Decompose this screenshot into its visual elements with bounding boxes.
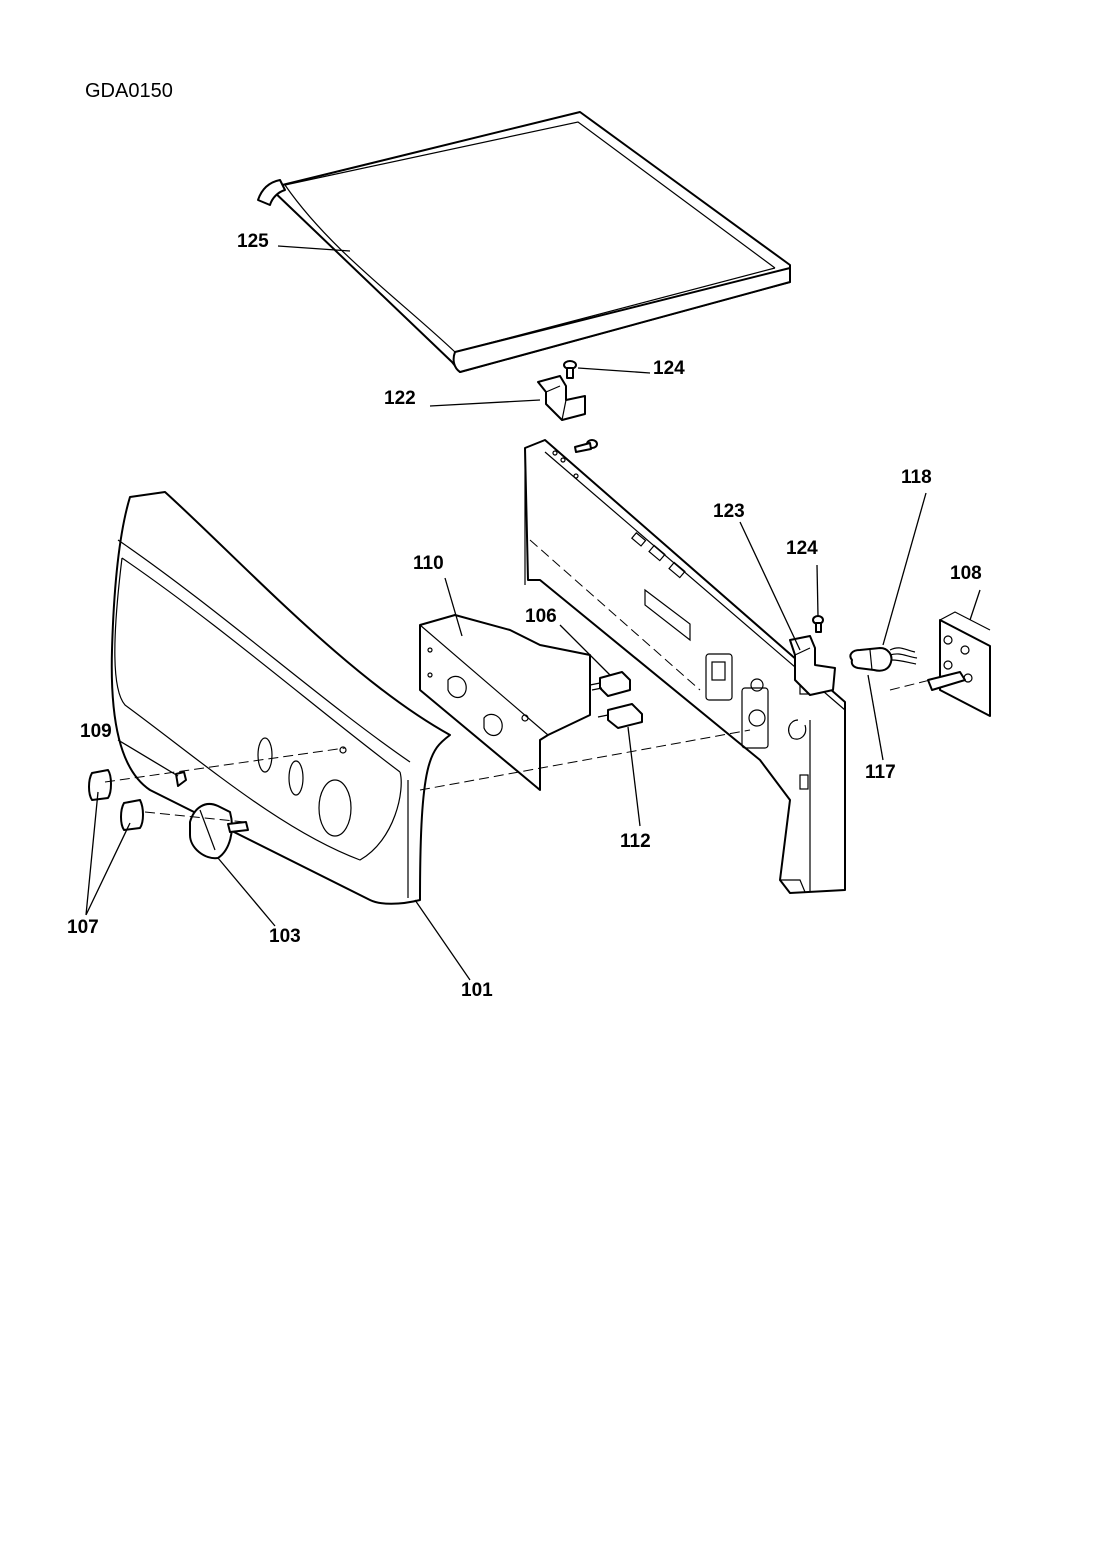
callout-122: 122 (384, 388, 416, 409)
document-id: GDA0150 (85, 80, 173, 102)
screw-control-panel-top (574, 439, 598, 453)
part-124-screw-top (563, 360, 577, 379)
part-109-clip (175, 771, 187, 787)
callout-118: 118 (901, 467, 932, 488)
callout-101: 101 (461, 980, 493, 1001)
callout-109: 109 (80, 721, 112, 742)
callout-106: 106 (525, 606, 557, 627)
part-106-switch (589, 671, 631, 697)
callout-107: 107 (67, 917, 99, 938)
part-101-front-fascia (110, 491, 451, 905)
part-110-switch-bracket (419, 614, 591, 791)
callout-103: 103 (269, 926, 301, 947)
alignment-lines (104, 539, 931, 823)
part-122-hinge-bracket (537, 375, 586, 421)
part-112-switch (597, 703, 643, 729)
part-125-top-lid (257, 111, 791, 373)
leader-lines (85, 245, 981, 981)
callout-123: 123 (713, 501, 745, 522)
callout-108: 108 (950, 563, 982, 584)
callout-125: 125 (237, 231, 269, 252)
part-107-push-buttons (88, 769, 144, 831)
callout-117: 117 (865, 762, 896, 783)
callout-112: 112 (620, 831, 651, 852)
part-123-bracket (789, 635, 836, 696)
callout-124-top: 124 (653, 358, 685, 379)
part-117-lamp-and-118-wires (849, 647, 918, 672)
part-103-control-knob (189, 803, 249, 860)
part-108-mounting-plate (927, 611, 991, 717)
callout-110: 110 (413, 553, 444, 574)
callout-124-right: 124 (786, 538, 818, 559)
part-124-screw-right (812, 615, 824, 633)
